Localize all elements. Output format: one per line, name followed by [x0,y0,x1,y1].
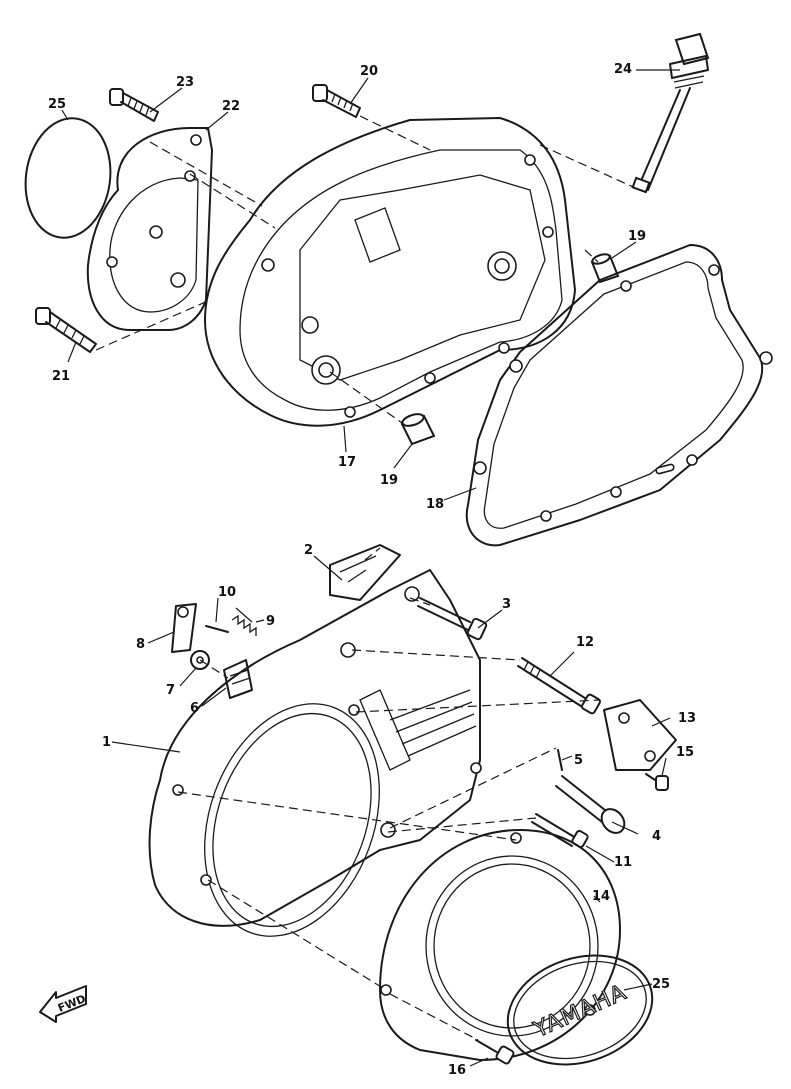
callout-15: 15 [676,745,694,760]
callout-8: 8 [136,637,145,652]
callout-18: 18 [426,497,444,512]
callout-7: 7 [166,683,175,698]
callout-25-lower: 25 [652,977,670,992]
callout-12: 12 [576,635,594,650]
callout-6: 6 [190,701,199,716]
callout-17: 17 [338,455,356,470]
callout-4: 4 [652,829,661,844]
callout-5: 5 [574,753,583,768]
callout-16: 16 [448,1063,466,1078]
dowel-pin-19-lower [400,413,436,446]
callout-20: 20 [360,64,378,79]
screw-15 [645,773,669,791]
callout-3: 3 [502,597,511,612]
callout-11: 11 [614,855,632,870]
screw-20 [312,84,361,118]
callout-2: 2 [304,543,313,558]
callout-24: 24 [614,62,632,77]
gasket-18 [465,244,773,547]
emblem-brand: YAMAHA [530,980,631,1043]
o-ring-25-upper [24,117,112,239]
spring-9 [231,614,257,636]
callout-23: 23 [176,75,194,90]
screw-16 [475,1039,515,1065]
small-cover-22 [86,127,213,331]
callout-14: 14 [592,889,610,904]
pin-10 [205,625,229,633]
callout-22: 22 [222,99,240,114]
screw-23 [109,88,159,122]
crankcase-cover-17 [204,117,576,427]
lever-8 [171,603,197,653]
plate-13 [603,699,677,771]
callout-1: 1 [102,735,111,750]
adjuster-6 [223,659,253,699]
callout-13: 13 [678,711,696,726]
main-cover-1 [148,569,482,937]
shaft-4 [555,775,626,834]
callout-labels: 25 23 22 20 24 19 21 17 19 18 2 3 10 9 8… [48,62,696,1078]
bracket-2 [329,544,401,601]
callout-19-lower: 19 [380,473,398,488]
leader-lines [61,69,680,1067]
screw-21 [35,307,97,353]
callout-9: 9 [266,614,275,629]
forward-arrow-icon: FWD [39,985,88,1023]
emblem-25: YAMAHA [506,954,654,1066]
pin-5 [557,749,563,771]
callout-19-upper: 19 [628,229,646,244]
callout-25-upper: 25 [48,97,66,112]
screw-3 [417,597,488,641]
callout-10: 10 [218,585,236,600]
dipstick-24 [631,32,710,194]
callout-21: 21 [52,369,70,384]
outer-cover-14 [379,829,621,1061]
